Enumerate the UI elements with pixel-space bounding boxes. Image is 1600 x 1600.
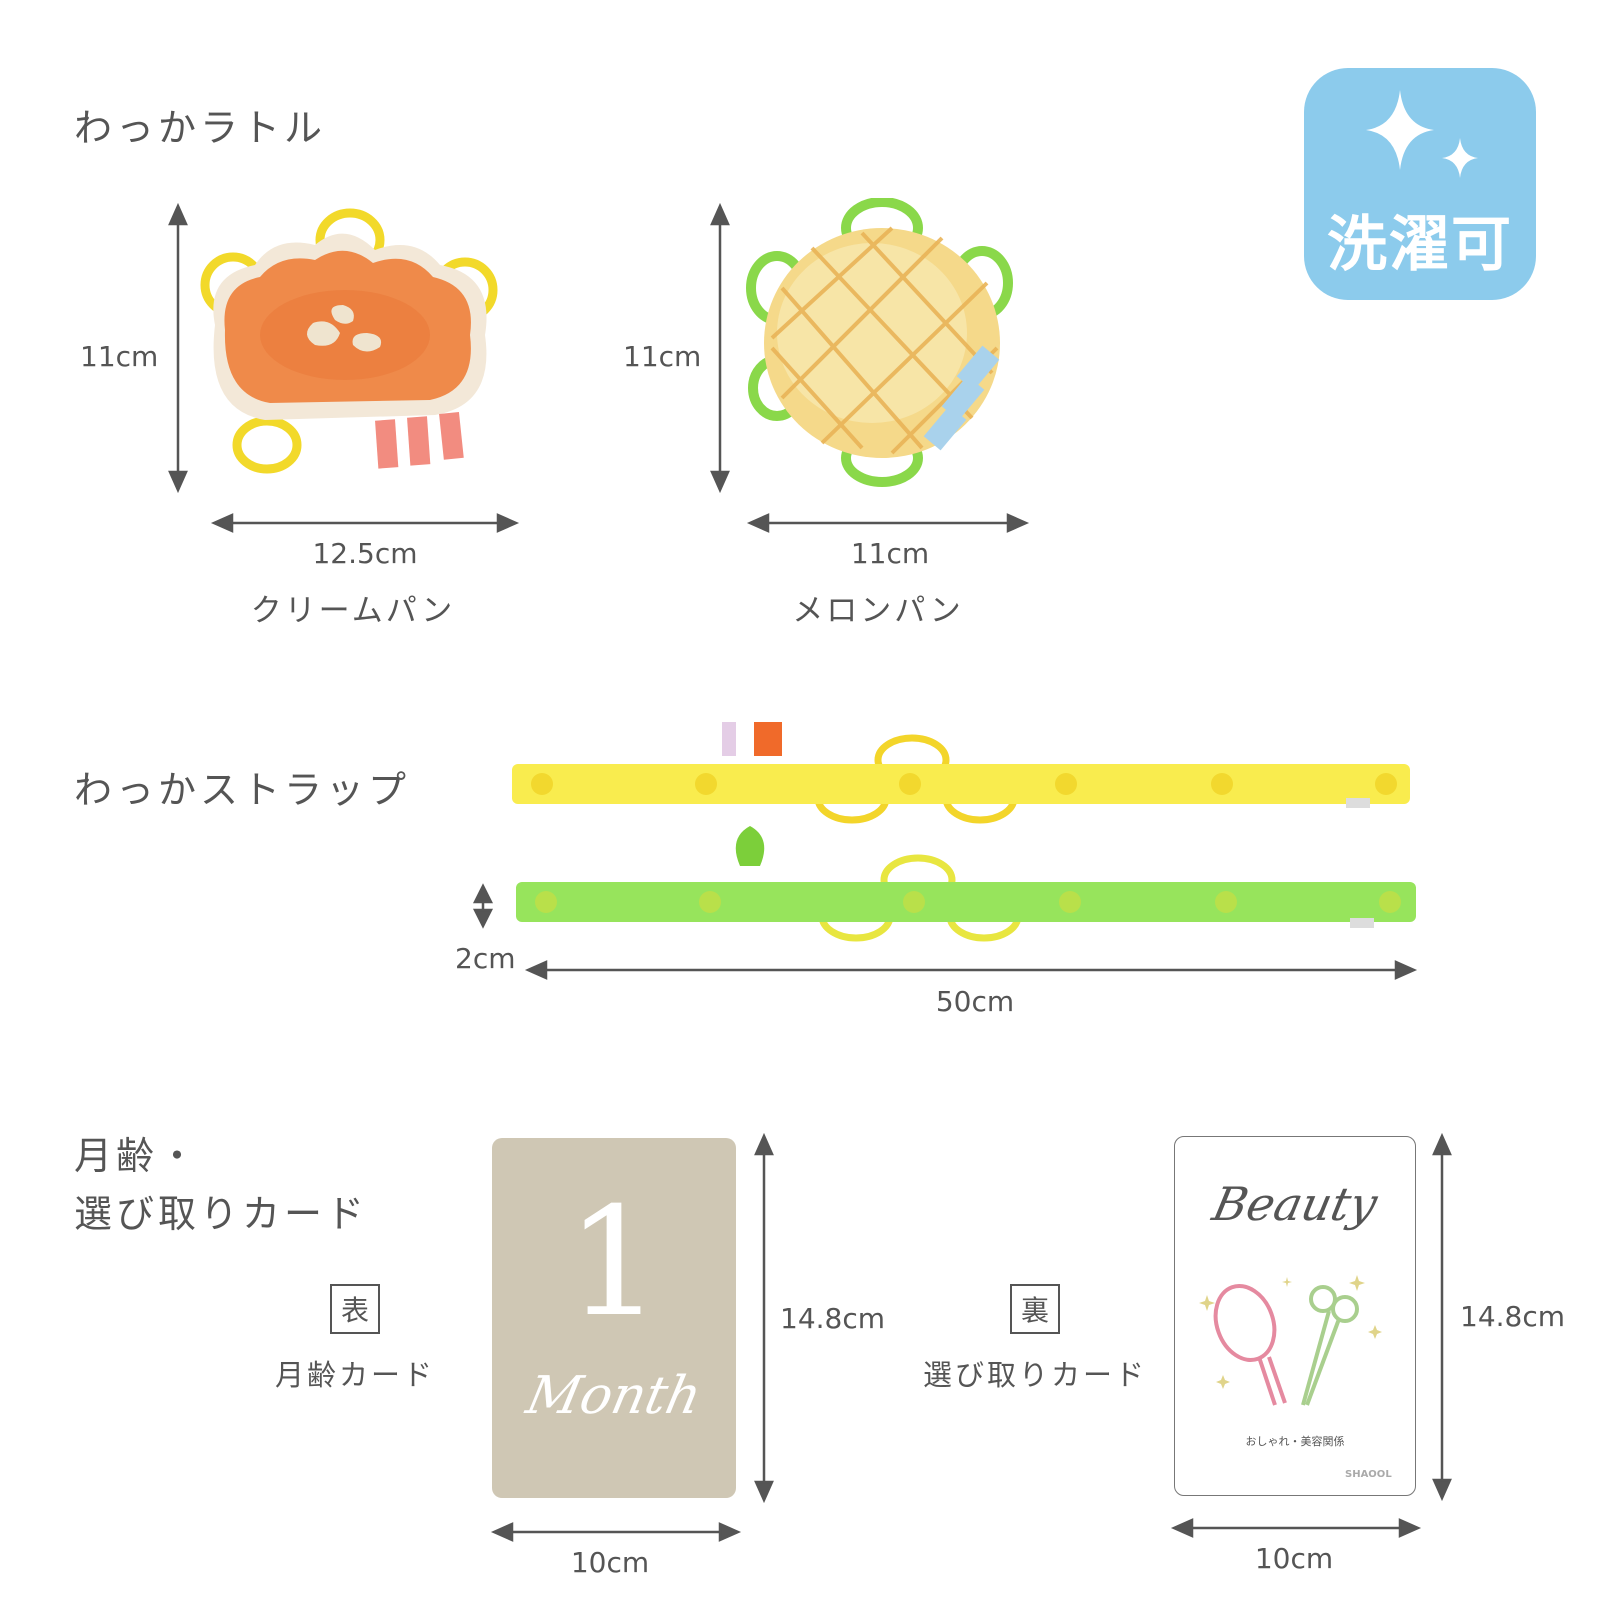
cards-section-title-line1: 月齢・ <box>74 1134 201 1178</box>
cream-pan-width-label: 12.5cm <box>312 537 418 570</box>
cream-pan-height-label: 11cm <box>80 340 159 373</box>
choice-card-caption: おしゃれ・美容関係 <box>1245 1435 1345 1448</box>
strap-length-label: 50cm <box>935 985 1015 1018</box>
choice-card-back: Beauty おしゃれ・美容関係 SHAOOL <box>1174 1136 1416 1496</box>
melon-pan-rattle-image <box>746 198 1013 487</box>
front-card-height-label: 14.8cm <box>780 1302 886 1335</box>
washable-badge: 洗濯可 <box>1304 68 1536 300</box>
cards-section-title-line2: 選び取りカード <box>74 1192 369 1236</box>
cream-pan-rattle-image <box>200 208 498 474</box>
sparkle-icon <box>1366 90 1478 178</box>
strap-image <box>512 722 1416 942</box>
front-card-width-label: 10cm <box>570 1546 650 1579</box>
back-side-tag: 裏 <box>1010 1284 1060 1334</box>
back-card-height-label: 14.8cm <box>1460 1300 1566 1333</box>
cream-pan-name: クリームパン <box>250 593 456 629</box>
month-card-number: 1 <box>566 1176 662 1350</box>
back-card-name: 選び取りカード <box>922 1358 1148 1392</box>
melon-pan-width-label: 11cm <box>850 537 930 570</box>
mirror-and-scissors-icon <box>1199 1275 1382 1406</box>
month-card-front: 1 Month <box>492 1138 736 1498</box>
melon-pan-height-label: 11cm <box>623 340 702 373</box>
choice-card-brand: SHAOOL <box>1345 1469 1392 1480</box>
melon-pan-name: メロンパン <box>792 593 964 629</box>
front-card-name: 月齢カード <box>274 1358 436 1392</box>
back-card-width-label: 10cm <box>1254 1542 1334 1575</box>
choice-card-script: Beauty <box>1207 1177 1383 1231</box>
strap-width-label: 2cm <box>455 942 516 975</box>
strap-section-title: わっかストラップ <box>74 768 411 812</box>
washable-badge-label: 洗濯可 <box>1327 210 1513 280</box>
rattle-section-title: わっかラトル <box>74 106 327 150</box>
front-side-tag: 表 <box>330 1284 380 1334</box>
